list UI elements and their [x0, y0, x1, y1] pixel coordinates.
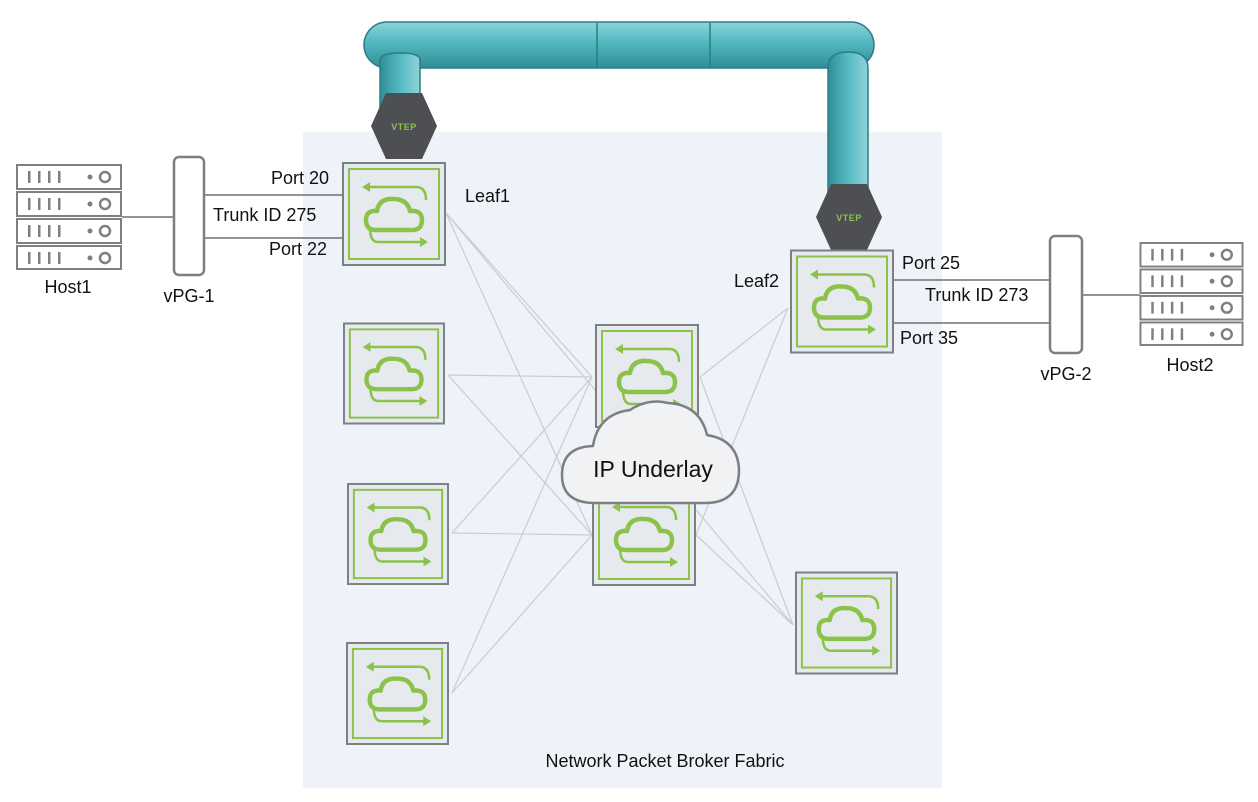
host1-label: Host1 [44, 277, 91, 297]
port-label: Port 25 [902, 253, 960, 273]
port-label: Port 35 [900, 328, 958, 348]
ip-underlay-cloud: IP Underlay [560, 400, 741, 505]
vpg-2-label: vPG-2 [1040, 364, 1091, 384]
vpg-1-icon [172, 155, 206, 277]
leaf-switch-icon [796, 572, 897, 673]
host2-links [894, 279, 1140, 324]
leaf2-switch-icon [791, 251, 893, 353]
port-label: Port 20 [271, 168, 329, 188]
port-label: Port 22 [269, 239, 327, 259]
host2-label: Host2 [1166, 355, 1213, 375]
vtep-2: VTEP [816, 184, 882, 250]
trunk-label: Trunk ID 273 [925, 285, 1028, 305]
vtep-1: VTEP [371, 93, 437, 159]
leaf1-switch-icon [343, 163, 445, 265]
leaf1-label: Leaf1 [465, 186, 510, 206]
host1-icon [16, 164, 122, 270]
ip-underlay-label: IP Underlay [593, 456, 713, 482]
vtep-1-label: VTEP [391, 122, 417, 132]
leaf-switch-icon [347, 643, 448, 744]
leaf-switch-icon [344, 323, 444, 423]
vxlan-tunnel [363, 21, 875, 201]
trunk-label: Trunk ID 275 [213, 205, 316, 225]
vpg-1-label: vPG-1 [163, 286, 214, 306]
vpg-2-icon [1048, 234, 1084, 355]
host2-icon [1139, 242, 1244, 346]
vtep-2-label: VTEP [836, 213, 862, 223]
fabric-label: Network Packet Broker Fabric [545, 751, 784, 771]
leaf-switch-icon [348, 484, 448, 584]
leaf2-label: Leaf2 [734, 271, 779, 291]
host1-links [122, 194, 342, 239]
